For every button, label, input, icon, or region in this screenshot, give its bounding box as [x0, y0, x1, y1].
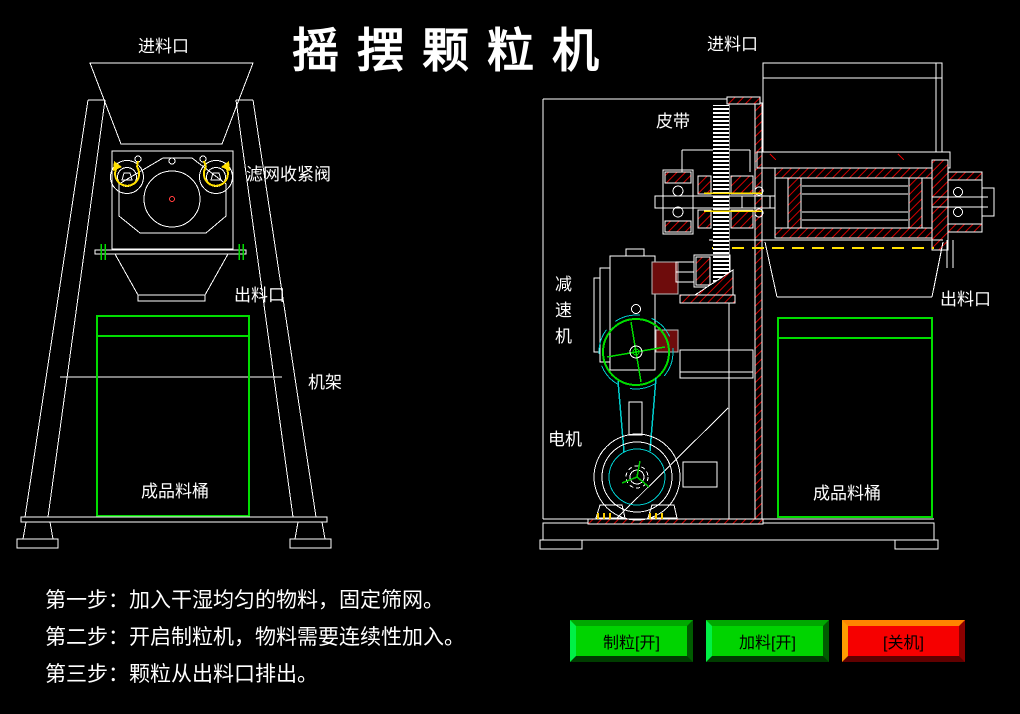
motor-label: 电机 [548, 430, 582, 449]
right-motor [593, 401, 718, 521]
shutdown-button[interactable]: [关机] [842, 620, 965, 662]
feed-on-button[interactable]: 加料[开] [706, 620, 829, 662]
left-base [16, 516, 332, 549]
granulate-on-button[interactable]: 制粒[开] [570, 620, 693, 662]
left-discharge-funnel [114, 253, 229, 302]
operation-steps: 第一步：加入干湿均匀的物料，固定筛网。 第二步：开启制粒机，物料需要连续性加入。… [45, 582, 465, 693]
left-machine-view [16, 62, 332, 549]
right-transmission [654, 105, 771, 304]
right-frame [542, 96, 763, 523]
right-inlet-label: 进料口 [707, 35, 758, 54]
belt-label: 皮带 [656, 112, 690, 131]
control-button-bar: 制粒[开] 加料[开] [关机] [570, 620, 965, 662]
left-filter-valve-label: 滤网收紧阀 [246, 165, 331, 184]
frame-label: 机架 [308, 373, 342, 392]
right-outlet-label: 出料口 [940, 290, 991, 309]
left-hopper-outline [89, 62, 254, 145]
right-base [539, 518, 939, 550]
right-pulley [598, 314, 674, 453]
right-housing-band [756, 151, 951, 169]
page-title: 摇摆颗粒机 [292, 24, 617, 79]
reducer-label: 减速机 [555, 275, 572, 346]
right-reducer [593, 248, 679, 371]
left-inlet-label: 进料口 [138, 37, 189, 56]
step-1: 第一步：加入干湿均匀的物料，固定筛网。 [45, 589, 444, 612]
right-barrel-label: 成品料桶 [813, 484, 881, 503]
right-discharge-funnel [709, 239, 954, 298]
left-sieve-bar [94, 244, 247, 260]
right-machine-view [539, 62, 995, 550]
step-3: 第三步：颗粒从出料口排出。 [45, 663, 318, 686]
step-2: 第二步：开启制粒机，物料需要连续性加入。 [45, 626, 465, 649]
right-roller-drum [741, 167, 933, 239]
right-bearing-assembly [931, 159, 995, 251]
left-roller-housing [111, 150, 234, 250]
left-frame-legs [24, 99, 317, 518]
right-hopper [762, 62, 943, 153]
right-product-barrel [777, 317, 933, 518]
left-product-barrel [96, 315, 250, 517]
left-barrel-label: 成品料桶 [141, 482, 209, 501]
left-filter-knobs [110, 155, 233, 194]
left-outlet-label: 出料口 [234, 286, 285, 305]
